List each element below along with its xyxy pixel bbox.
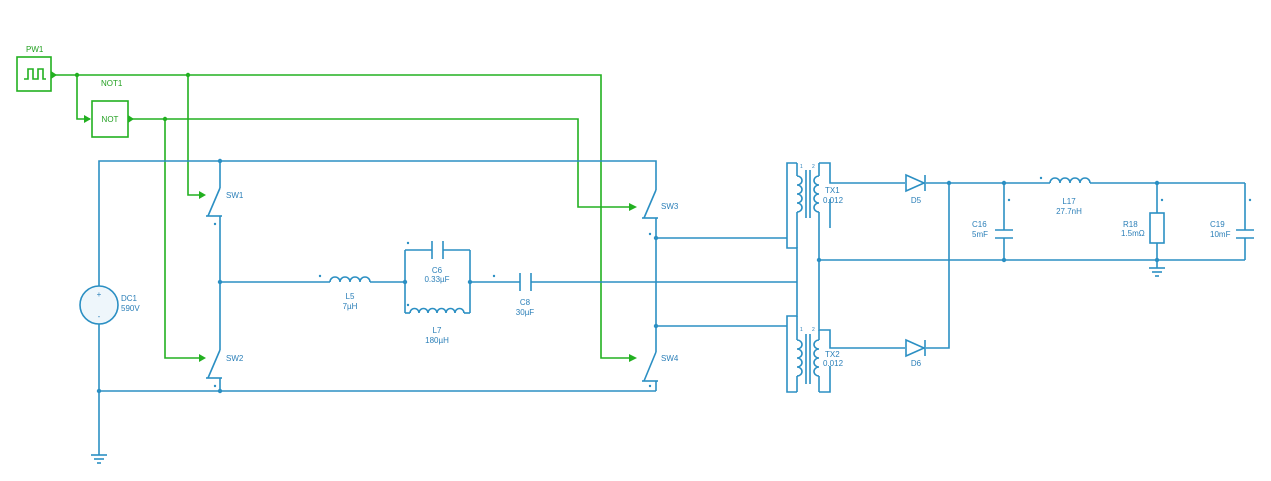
- ground-icon: [1149, 267, 1165, 277]
- ground-icon: [91, 454, 107, 464]
- control-wires: [55, 74, 635, 359]
- dc1-label: DC1: [121, 294, 138, 303]
- d5-diode[interactable]: [905, 173, 926, 193]
- dc1-voltage-source[interactable]: + -: [79, 285, 119, 325]
- l5-inductor[interactable]: [329, 276, 371, 283]
- tx1-label: TX1: [825, 186, 840, 195]
- dc1-value: 590V: [121, 304, 140, 313]
- c16-label: C16: [972, 220, 987, 229]
- power-junctions: [96, 158, 1160, 394]
- sw1-switch[interactable]: [206, 187, 222, 217]
- tx1-transformer[interactable]: [796, 163, 820, 248]
- tx1-value: 0.012: [823, 196, 844, 205]
- r18-value: 1.5mΩ: [1121, 229, 1145, 238]
- polarity-dots: [213, 176, 1252, 388]
- l7-value: 180µH: [425, 336, 449, 345]
- not1-label: NOT1: [101, 79, 123, 88]
- c8-capacitor[interactable]: [519, 273, 532, 291]
- c6-value: 0.33µF: [424, 275, 449, 284]
- control-arrows: [84, 115, 637, 362]
- pw1-label: PW1: [26, 45, 44, 54]
- tx2-value: 0.012: [823, 359, 844, 368]
- tx2-pin1: 1: [800, 327, 803, 333]
- c19-label: C19: [1210, 220, 1225, 229]
- sw2-label: SW2: [226, 354, 244, 363]
- l5-value: 7µH: [343, 302, 358, 311]
- c6-capacitor[interactable]: [431, 241, 444, 259]
- control-junctions: [74, 72, 191, 122]
- sw4-label: SW4: [661, 354, 679, 363]
- pw1-pulse-source[interactable]: [16, 56, 57, 92]
- not1-text: NOT: [102, 115, 119, 124]
- d6-diode[interactable]: [905, 338, 926, 358]
- tx2-transformer[interactable]: [796, 316, 820, 392]
- sw3-label: SW3: [661, 202, 679, 211]
- dc1-minus-sign: -: [98, 312, 101, 321]
- tx2-pin2: 2: [812, 327, 815, 333]
- c16-capacitor[interactable]: [995, 229, 1013, 239]
- l5-label: L5: [346, 292, 355, 301]
- d6-label: D6: [911, 359, 922, 368]
- power-wires: [98, 160, 1246, 455]
- c6-label: C6: [432, 266, 443, 275]
- c16-value: 5mF: [972, 230, 988, 239]
- c19-capacitor[interactable]: [1236, 229, 1254, 239]
- l17-value: 27.7nH: [1056, 207, 1082, 216]
- sw4-switch[interactable]: [642, 351, 658, 382]
- sw3-switch[interactable]: [642, 189, 658, 219]
- l17-label: L17: [1062, 197, 1076, 206]
- sw1-label: SW1: [226, 191, 244, 200]
- sw2-switch[interactable]: [206, 349, 222, 379]
- r18-label: R18: [1123, 220, 1138, 229]
- d5-label: D5: [911, 196, 922, 205]
- dc1-plus-sign: +: [97, 290, 102, 299]
- l17-inductor[interactable]: [1049, 177, 1091, 184]
- l7-label: L7: [433, 326, 442, 335]
- c19-value: 10mF: [1210, 230, 1231, 239]
- tx1-pin1: 1: [800, 164, 803, 170]
- tx1-pin2: 2: [812, 164, 815, 170]
- r18-resistor[interactable]: [1149, 212, 1165, 244]
- l7-inductor[interactable]: [409, 307, 465, 314]
- c8-value: 30µF: [516, 308, 535, 317]
- tx2-label: TX2: [825, 350, 840, 359]
- not1-gate[interactable]: [91, 100, 134, 138]
- c8-label: C8: [520, 298, 531, 307]
